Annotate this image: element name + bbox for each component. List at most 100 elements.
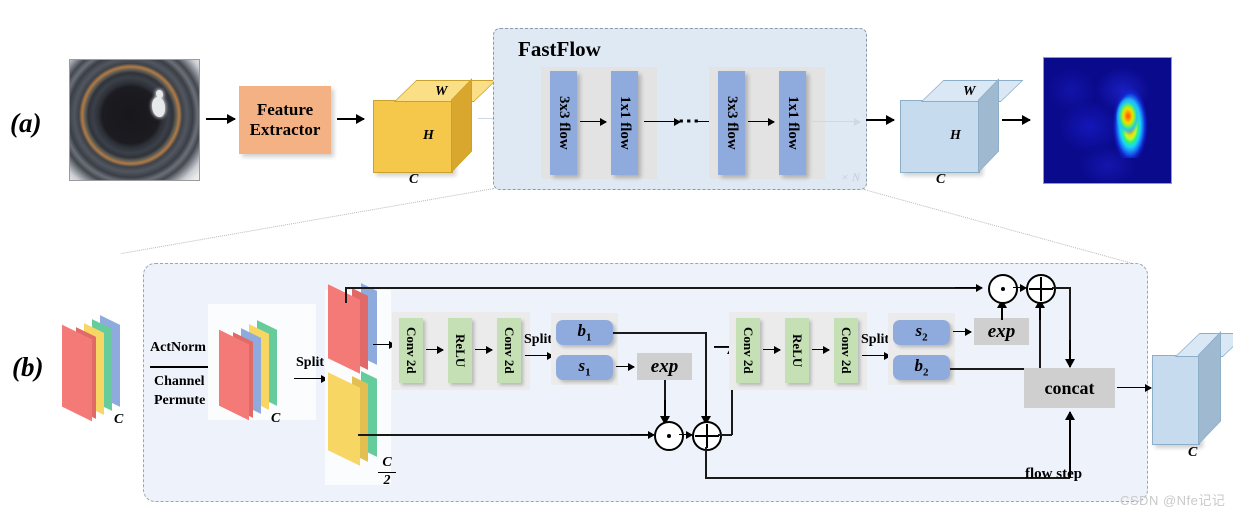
wire-add1-up (731, 346, 733, 435)
wire-add2-down (1069, 287, 1071, 365)
arrow-concat-to-outcube (1117, 382, 1152, 394)
wire-b2-out (950, 368, 1040, 370)
wire-add1-long-bottom (705, 477, 1070, 479)
fastflow-block-3x3-left-label: 3x3 flow (556, 96, 572, 150)
conv2d-1a-label: Conv 2d (404, 327, 419, 374)
arrow-b1-to-add1 (701, 400, 711, 425)
output-cube-b-front (1152, 355, 1200, 445)
split-label-branch1: Split (524, 332, 553, 347)
wire-top-skip-stub (345, 287, 347, 303)
conv2d-2b: Conv 2d (834, 318, 858, 383)
arrow-split-branch2 (862, 350, 891, 362)
flow-step-label: flow step (1025, 466, 1083, 482)
conv2d-1b-label: Conv 2d (502, 327, 517, 374)
fastflow-ellipsis: ⋮ (677, 110, 702, 132)
output-cube-b-c-label: C (1188, 445, 1198, 460)
arrow-relu1-to-conv1b (475, 344, 493, 356)
wire-bottom-path (358, 434, 648, 436)
actnorm-label: ActNorm (150, 340, 206, 355)
csdn-watermark: CSDN @Nfe记记 (1120, 493, 1226, 508)
permuted-stack-front-red (219, 329, 249, 421)
split-bottom-fraction-den: 2 (383, 472, 391, 488)
output-cube-b: C (1152, 331, 1233, 460)
split-bottom-front-yellow (328, 372, 360, 466)
fastflow-title: FastFlow (518, 37, 601, 61)
fastflow-block-1x1-left: 1x1 flow (611, 71, 638, 175)
fastflow-block-3x3-left: 3x3 flow (550, 71, 577, 175)
relu-1-label: ReLU (453, 333, 468, 368)
output-cube-a-h-label: H (950, 128, 961, 143)
input-stack-front-red (62, 324, 92, 422)
output-cube-a-c-label: C (936, 172, 946, 187)
multiply-operator-2 (988, 274, 1018, 304)
arrow-ff-right-inner (748, 116, 775, 128)
exp-box-2: exp (974, 318, 1029, 345)
feature-extractor-line2: Extractor (249, 120, 321, 139)
defect-highlight (152, 97, 165, 117)
b2-label: b2 (914, 356, 929, 379)
output-cube-a-w-label: W (963, 84, 976, 99)
arrow-conv2a-to-relu2 (763, 344, 781, 356)
fastflow-block-1x1-right: 1x1 flow (779, 71, 806, 175)
arrow-exp1-to-mult1 (660, 400, 670, 425)
feature-cube-c-label: C (409, 172, 419, 187)
output-cube-a-front (900, 100, 980, 173)
conv2d-2a: Conv 2d (736, 318, 760, 383)
fraction-bar (378, 471, 396, 473)
fastflow-block-1x1-right-label: 1x1 flow (785, 96, 801, 150)
arrow-actnorm-permute (150, 362, 218, 372)
fastflow-panel: FastFlow × N 3x3 flow 1x1 flow ⋮ 3x3 flo… (493, 28, 867, 190)
feature-extractor-box: Feature Extractor (239, 86, 331, 154)
arrow-outcube-to-heatmap (1002, 115, 1031, 125)
multiply-dot-1 (667, 434, 671, 438)
wire-b2-up (1039, 300, 1041, 369)
feature-cube-h-label: H (423, 128, 434, 143)
heatmap-image (1043, 57, 1172, 184)
split-label-branch2: Split (861, 332, 890, 347)
wire-add2-out (1052, 287, 1070, 289)
arrow-ff-out-inner (812, 116, 861, 128)
conv2d-1b: Conv 2d (497, 318, 521, 383)
channel-permute-label-line1: Channel (154, 374, 205, 389)
relu-2-label: ReLU (790, 333, 805, 368)
arrow-add2-to-concat (1065, 340, 1075, 368)
arrow-bottom-to-mult1 (630, 429, 655, 441)
multiply-operator-1 (654, 421, 684, 451)
split-label-main: Split (296, 355, 325, 370)
split-bottom-fraction: C 2 (378, 455, 396, 488)
b1-box: b1 (556, 320, 613, 345)
exp-box-1: exp (637, 353, 692, 380)
wire-add1-out (718, 434, 732, 436)
wire-add1-down-to-bottom (705, 447, 707, 478)
feature-cube: W H C (373, 78, 497, 187)
zoom-link-right (863, 189, 1144, 267)
permuted-channel-stack: C (219, 320, 299, 430)
relu-1: ReLU (448, 318, 472, 383)
arrow-conv1a-to-relu1 (426, 344, 444, 356)
split-bottom-fraction-num: C (382, 455, 392, 470)
fastflow-block-3x3-right-label: 3x3 flow (724, 96, 740, 150)
wire-b1-down (705, 332, 707, 420)
b1-label: b1 (577, 321, 592, 344)
arrow-mult1-to-add1 (679, 429, 693, 441)
arrow-top-skip-to-mult2 (955, 282, 983, 294)
add-operator-1 (692, 421, 722, 451)
arrow-s1-to-exp1 (616, 361, 635, 373)
input-stack-c-label: C (114, 412, 124, 427)
conv2d-2a-label: Conv 2d (741, 327, 756, 374)
permuted-stack-c-label: C (271, 411, 281, 426)
arrow-extractor-to-cube (337, 114, 365, 124)
conv2d-2b-label: Conv 2d (839, 327, 854, 374)
feature-extractor-line1: Feature (256, 100, 314, 120)
arrow-ff-to-dots (644, 116, 681, 128)
arrow-split-branch1 (525, 350, 554, 362)
add-plus-v-2 (1039, 277, 1043, 301)
s1-label: s1 (578, 356, 591, 379)
panel-b-label: (b) (12, 352, 44, 382)
add-operator-2 (1026, 274, 1056, 304)
arrow-fastflow-to-outcube (866, 115, 895, 125)
fastflow-block-1x1-left-label: 1x1 flow (617, 96, 633, 150)
feature-cube-front (373, 100, 453, 173)
feature-cube-w-label: W (435, 84, 448, 99)
fastflow-repeat-label: × N (840, 170, 860, 184)
